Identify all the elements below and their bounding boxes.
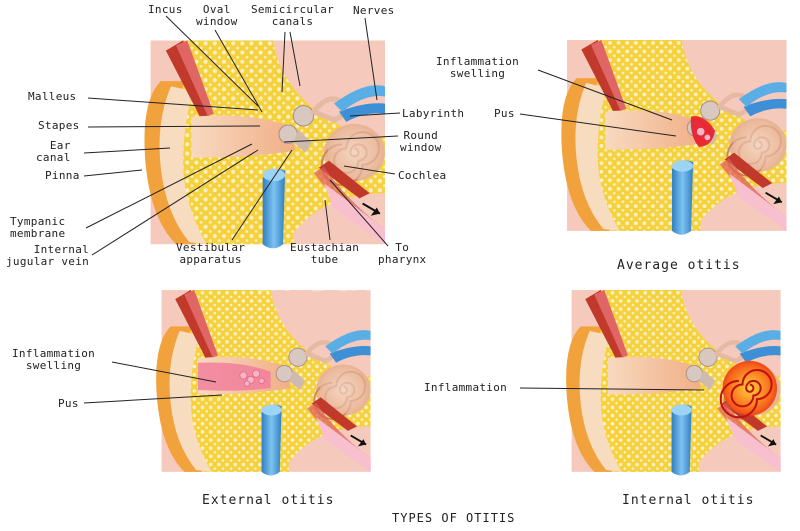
- label-ext-pus: Pus: [58, 397, 79, 410]
- label-semicircular-canals: Semicircular canals: [251, 3, 335, 28]
- label-tympanic-membrane: Tympanic membrane: [10, 215, 66, 240]
- label-int-inflammation: Inflammation: [424, 381, 508, 394]
- label-pinna: Pinna: [45, 169, 80, 182]
- label-avg-inflammation-swelling: Inflammation swelling: [436, 55, 520, 80]
- label-stapes: Stapes: [38, 119, 80, 132]
- anatomy-diagram-panel: [120, 40, 385, 265]
- label-cochlea: Cochlea: [398, 169, 447, 182]
- label-malleus: Malleus: [28, 90, 77, 103]
- label-round-window: Round window: [400, 129, 442, 154]
- average-otitis-panel: [530, 40, 795, 250]
- label-nerves: Nerves: [353, 4, 395, 17]
- caption-external-otitis: External otitis: [202, 493, 335, 508]
- label-to-pharynx: To pharynx: [378, 241, 427, 266]
- internal-otitis-panel: [530, 290, 795, 490]
- external-otitis-panel: [120, 290, 385, 490]
- label-labyrinth: Labyrinth: [402, 107, 465, 120]
- label-incus: Incus: [148, 3, 183, 16]
- label-ear-canal: Ear canal: [36, 139, 71, 164]
- label-internal-jugular-vein: Internal jugular vein: [6, 243, 90, 268]
- label-oval-window: Oval window: [196, 3, 238, 28]
- caption-average-otitis: Average otitis: [617, 258, 741, 273]
- label-ext-inflammation-swelling: Inflammation swelling: [12, 347, 96, 372]
- page-title: TYPES OF OTITIS: [392, 511, 516, 525]
- label-avg-pus: Pus: [494, 107, 515, 120]
- watermark: dreamstime: [250, 248, 547, 302]
- label-eustachian-tube: Eustachian tube: [290, 241, 360, 266]
- caption-internal-otitis: Internal otitis: [622, 493, 755, 508]
- label-vestibular-apparatus: Vestibular apparatus: [176, 241, 246, 266]
